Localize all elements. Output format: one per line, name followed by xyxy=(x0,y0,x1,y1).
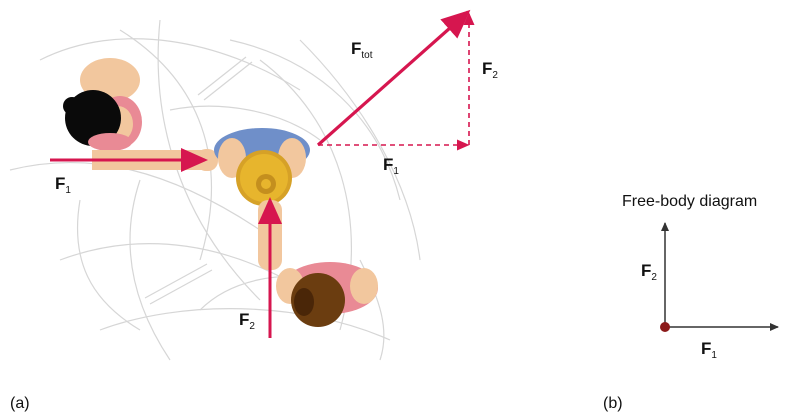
fbd-label-f1: F1 xyxy=(701,339,717,361)
free-body-title: Free-body diagram xyxy=(622,193,757,210)
fbd-point xyxy=(660,322,670,332)
label-f1-left: F1 xyxy=(55,174,71,196)
skater-left-icon xyxy=(63,58,218,171)
label-f2-bottom: F2 xyxy=(239,310,255,332)
panel-b-label: (b) xyxy=(603,395,623,412)
panel-a-label: (a) xyxy=(10,395,30,412)
label-f1-triangle: F1 xyxy=(383,155,399,177)
fbd-label-f2: F2 xyxy=(641,261,657,283)
skater-pushed-icon xyxy=(214,128,310,206)
ice-scratches xyxy=(10,20,420,360)
force-total-arrow xyxy=(318,12,468,145)
skater-bottom-icon xyxy=(258,200,378,327)
label-ftot: Ftot xyxy=(351,39,373,61)
label-f2-triangle: F2 xyxy=(482,59,498,81)
